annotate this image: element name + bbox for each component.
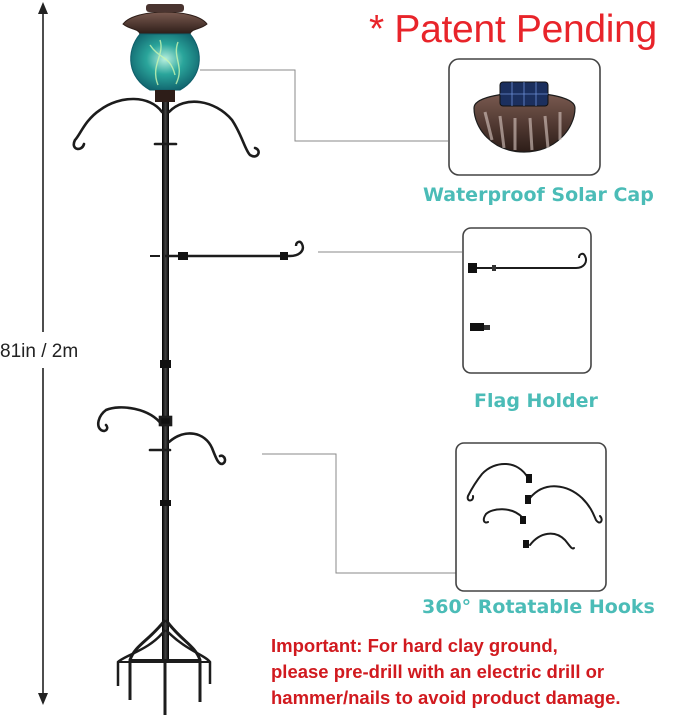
notice-line: please pre-drill with an electric drill … — [271, 661, 605, 682]
lower-hooks — [96, 406, 227, 466]
rotatable-hooks-label: 360° Rotatable Hooks — [422, 596, 655, 618]
flag-holder-label: Flag Holder — [474, 390, 598, 412]
solar-cap-label: Waterproof Solar Cap — [423, 184, 654, 206]
notice-line: Important: For hard clay ground, — [271, 635, 558, 656]
flag-holder-arm — [150, 240, 304, 260]
height-measurement-label: 81in / 2m — [0, 341, 79, 362]
patent-pending-heading: * Patent Pending — [369, 8, 657, 51]
shepherd-hook-pole — [116, 100, 212, 715]
notice-line: hammer/nails to avoid product damage. — [271, 687, 621, 708]
solar-cap-icon — [448, 58, 601, 176]
dimension-arrow-icon — [38, 2, 48, 705]
installation-notice: Important: For hard clay ground, please … — [271, 633, 621, 711]
leader-lines — [200, 69, 462, 574]
flag-holder-icon — [462, 227, 592, 374]
rotatable-hook-icon — [455, 442, 607, 592]
lantern-icon — [122, 4, 208, 102]
upper-hooks — [72, 97, 260, 158]
